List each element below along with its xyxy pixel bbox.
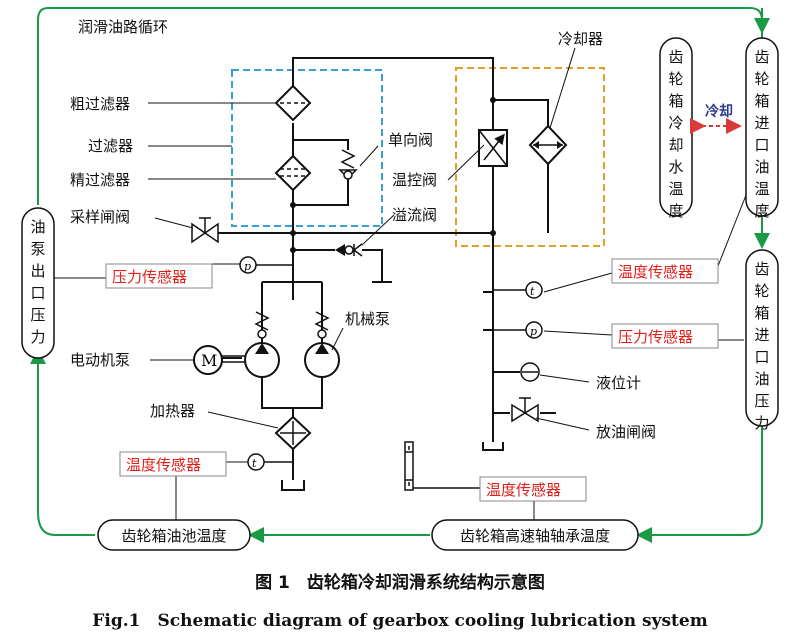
svg-text:油泵出口压力: 油泵出口压力 xyxy=(30,218,45,346)
pressure-gauge-right-icon: p xyxy=(493,321,543,339)
sampling-valve-label: 采样闸阀 xyxy=(70,208,130,226)
svg-text:压力传感器: 压力传感器 xyxy=(112,268,187,286)
coarse-filter-icon xyxy=(274,84,312,122)
svg-text:p: p xyxy=(244,260,251,273)
cooler-label: 冷却器 xyxy=(558,30,603,48)
temp-gauge-right-icon: t xyxy=(493,281,543,299)
svg-text:齿轮箱油池温度: 齿轮箱油池温度 xyxy=(121,527,226,545)
temp-gauge-heater-icon: t xyxy=(247,453,293,471)
drain-valve-label: 放油闸阀 xyxy=(596,423,656,441)
svg-text:冷却: 冷却 xyxy=(705,103,733,120)
pump-check-valves-icon xyxy=(254,311,330,339)
sensor-temp-heater: 温度传感器 xyxy=(119,451,227,477)
caption-chinese: 图 1 齿轮箱冷却润滑系统结构示意图 xyxy=(255,573,545,593)
fine-filter-label: 精过滤器 xyxy=(70,171,130,189)
inlet-oil-pressure-box: 齿轮箱进口油压力 xyxy=(745,249,779,432)
filter-group-box xyxy=(231,69,383,227)
mechanical-pump-icon xyxy=(304,342,340,378)
electric-pump-icon xyxy=(244,342,280,378)
sensor-temp-bearing: 温度传感器 xyxy=(479,476,587,502)
relief-valve-icon xyxy=(335,243,363,257)
coarse-filter-label: 粗过滤器 xyxy=(70,95,130,113)
svg-text:齿轮箱高速轴轴承温度: 齿轮箱高速轴轴承温度 xyxy=(460,527,610,545)
mech-pump-label: 机械泵 xyxy=(345,310,390,328)
heater-label: 加热器 xyxy=(150,402,195,420)
oil-pool-temp-box: 齿轮箱油池温度 xyxy=(97,519,251,551)
relief-valve-label: 溢流阀 xyxy=(392,206,437,224)
fine-filter-icon xyxy=(274,154,312,192)
motor-icon: M xyxy=(193,345,245,375)
cooler-group-box xyxy=(455,67,605,247)
svg-text:齿轮箱进口油压力: 齿轮箱进口油压力 xyxy=(754,260,769,432)
svg-text:温度传感器: 温度传感器 xyxy=(486,481,561,499)
svg-text:齿轮箱冷却水温度: 齿轮箱冷却水温度 xyxy=(668,48,683,220)
inlet-oil-temp-box: 齿轮箱进口油温度 xyxy=(745,37,779,220)
thermostatic-valve-icon xyxy=(478,129,508,167)
sampling-valve-icon xyxy=(191,217,219,244)
water-temp-box: 齿轮箱冷却水温度 xyxy=(659,37,693,220)
junctions xyxy=(290,97,496,253)
sensor-pressure-left: 压力传感器 xyxy=(105,263,213,289)
svg-text:t: t xyxy=(252,457,257,470)
pump-outlet-pressure-box: 油泵出口压力 xyxy=(21,207,55,359)
piping xyxy=(218,57,556,491)
svg-text:M: M xyxy=(201,351,217,370)
loop-title: 润滑油路循环 xyxy=(78,18,168,36)
thermo-valve-label: 温控阀 xyxy=(392,171,437,189)
heater-icon xyxy=(274,415,312,451)
bearing-icon xyxy=(404,441,480,491)
electric-pump-label: 电动机泵 xyxy=(70,351,130,369)
check-valve-label: 单向阀 xyxy=(388,131,433,149)
leader-lines xyxy=(25,47,753,520)
caption-english: Fig.1 Schematic diagram of gearbox cooli… xyxy=(92,611,708,631)
filter-label: 过滤器 xyxy=(88,137,133,155)
lubrication-system-diagram: 润滑油路循环 xyxy=(21,7,779,551)
drain-valve-icon xyxy=(511,397,539,423)
pressure-gauge-left-icon: p xyxy=(239,256,293,274)
level-gauge-icon xyxy=(520,362,540,382)
svg-text:温度传感器: 温度传感器 xyxy=(126,456,201,474)
cooling-link: 冷却 xyxy=(690,103,742,134)
svg-text:齿轮箱进口油温度: 齿轮箱进口油温度 xyxy=(754,48,769,220)
circulation-loop xyxy=(30,7,770,543)
svg-text:p: p xyxy=(530,325,537,338)
svg-text:压力传感器: 压力传感器 xyxy=(618,328,693,346)
sensor-temp-right-top: 温度传感器 xyxy=(611,258,719,284)
svg-text:温度传感器: 温度传感器 xyxy=(618,263,693,281)
sensor-pressure-right: 压力传感器 xyxy=(611,323,719,349)
check-valve-icon xyxy=(338,149,358,180)
svg-text:t: t xyxy=(530,285,535,298)
bearing-temp-box: 齿轮箱高速轴轴承温度 xyxy=(431,519,639,551)
cooler-icon xyxy=(528,124,568,166)
level-gauge-label: 液位计 xyxy=(596,374,641,392)
